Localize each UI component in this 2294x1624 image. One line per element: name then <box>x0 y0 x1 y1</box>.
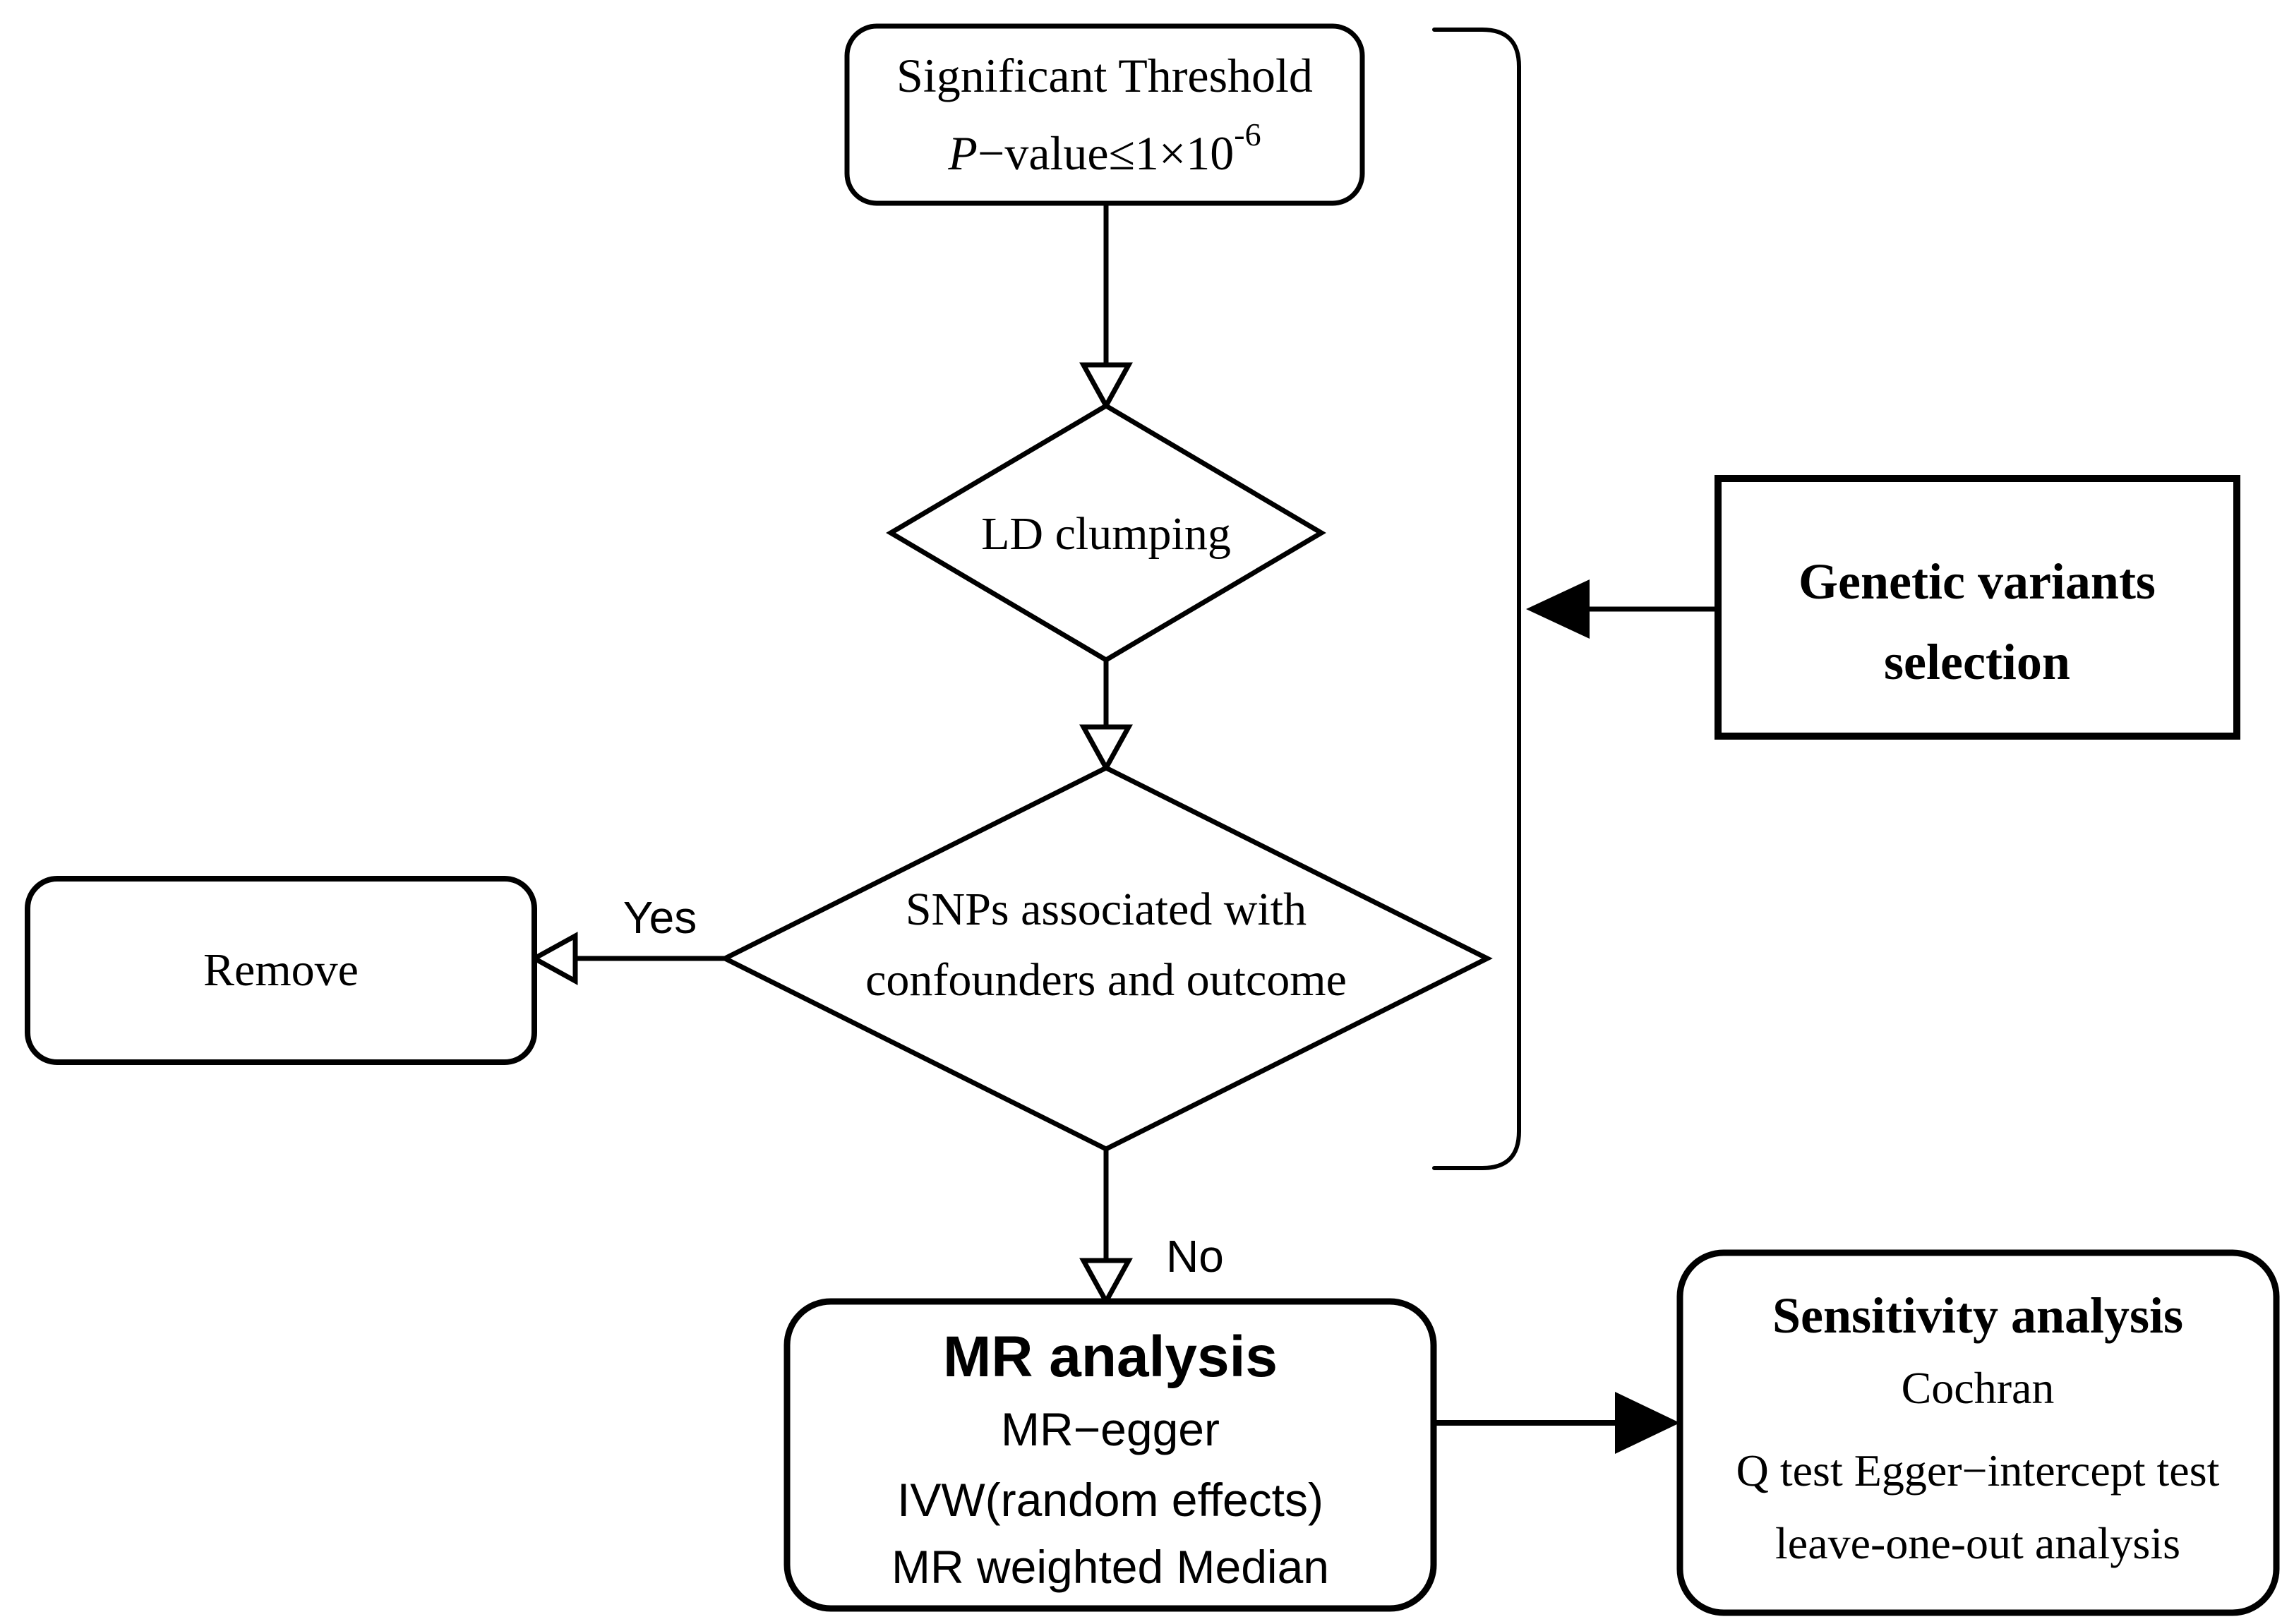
selection-bracket <box>1432 28 1521 1170</box>
arrowhead-filled-right-icon <box>1615 1392 1680 1454</box>
significant-threshold-line1: Significant Threshold <box>896 49 1313 102</box>
arrowhead-filled-left-icon <box>1526 579 1590 639</box>
mr-analysis-method3: MR weighted Median <box>891 1541 1329 1593</box>
significant-threshold-line2: P−value≤1×10-6 <box>947 116 1261 180</box>
arrowhead-open-down-icon <box>1079 362 1133 411</box>
p-value-expression: −value≤1×10 <box>978 126 1234 180</box>
genetic-variants-line2: selection <box>1884 634 2070 690</box>
ld-clumping-label: LD clumping <box>981 508 1231 560</box>
arrowhead-open-left-icon <box>529 932 578 985</box>
sensitivity-analysis-title: Sensitivity analysis <box>1772 1287 2183 1344</box>
node-significant-threshold: Significant Threshold P−value≤1×10-6 <box>844 23 1365 206</box>
node-remove: Remove <box>25 876 537 1065</box>
ld-clumping-diamond <box>886 402 1326 663</box>
node-mr-analysis: MR analysis MR−egger IVW(random effects)… <box>783 1298 1437 1612</box>
genetic-variants-box <box>1715 475 2240 740</box>
snps-decision-line1: SNPs associated with <box>906 884 1307 935</box>
snps-decision-line2: confounders and outcome <box>865 954 1347 1006</box>
remove-box <box>25 876 537 1065</box>
sensitivity-analysis-box <box>1676 1249 2280 1616</box>
arrowhead-open-down-icon <box>1079 1258 1133 1307</box>
node-ld-clumping: LD clumping <box>886 402 1326 663</box>
sensitivity-analysis-line2: Q test Egger−intercept test <box>1736 1445 2220 1496</box>
edge-label-yes: Yes <box>623 892 697 943</box>
mr-analysis-method2: IVW(random effects) <box>897 1474 1323 1526</box>
p-value-symbol: P <box>947 126 978 180</box>
significant-threshold-box <box>844 23 1365 206</box>
sensitivity-analysis-line1: Cochran <box>1902 1363 2055 1413</box>
edge-label-no: No <box>1166 1231 1224 1282</box>
genetic-variants-line1: Genetic variants <box>1798 553 2156 610</box>
remove-label: Remove <box>203 944 359 996</box>
mr-analysis-title: MR analysis <box>943 1325 1278 1389</box>
node-genetic-variants: Genetic variants selection <box>1715 475 2240 740</box>
mr-analysis-method1: MR−egger <box>1001 1403 1220 1455</box>
p-value-exponent: -6 <box>1234 116 1261 152</box>
node-snps-decision: SNPs associated with confounders and out… <box>719 765 1493 1152</box>
snps-decision-diamond <box>719 765 1493 1152</box>
mr-analysis-box <box>783 1298 1437 1612</box>
sensitivity-analysis-line3: leave-one-out analysis <box>1775 1518 2180 1568</box>
arrowhead-open-down-icon <box>1079 724 1133 774</box>
node-sensitivity-analysis: Sensitivity analysis Cochran Q test Egge… <box>1676 1249 2280 1616</box>
